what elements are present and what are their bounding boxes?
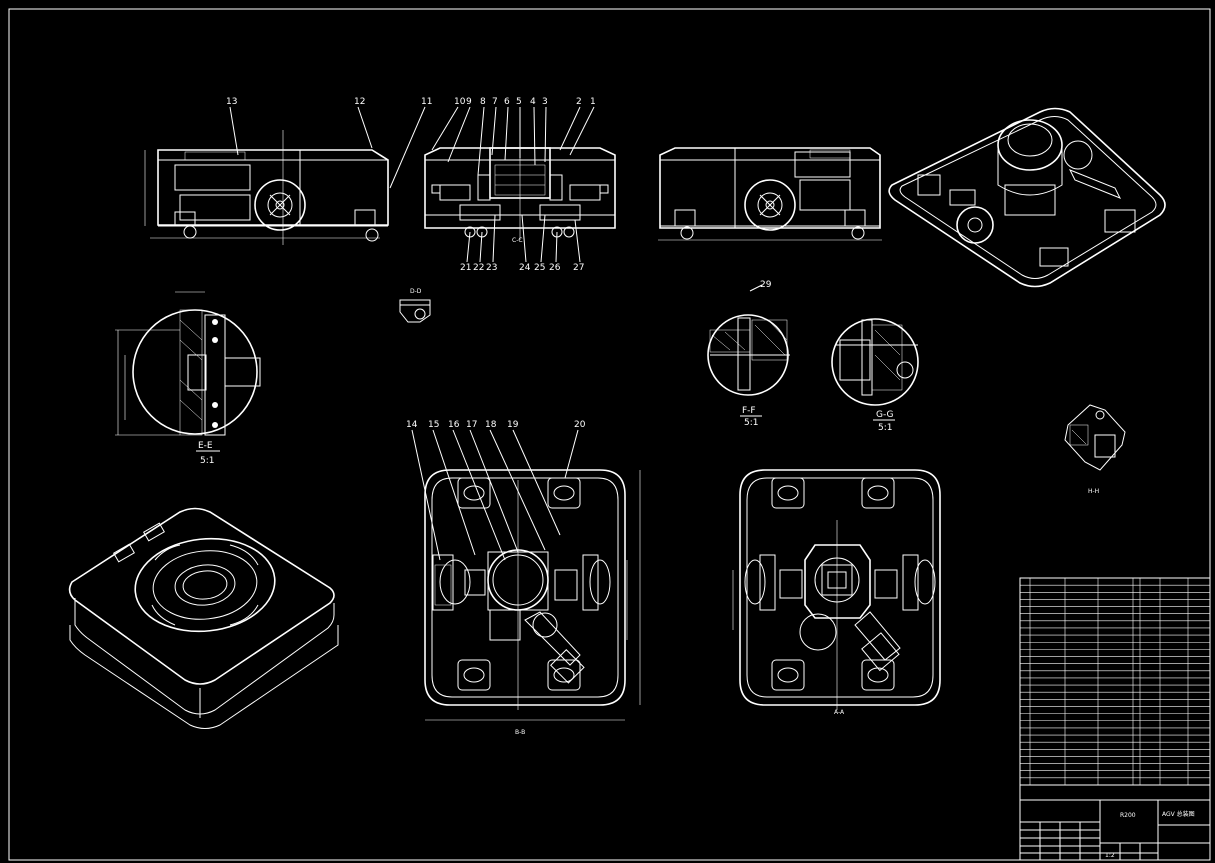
balloon-29: 29 bbox=[760, 280, 772, 290]
detail-e-scale: 5:1 bbox=[200, 456, 214, 466]
section-c-label: C-C bbox=[512, 237, 523, 244]
balloon-13: 13 bbox=[226, 97, 237, 107]
section-d-label: D-D bbox=[410, 288, 422, 295]
balloon-27: 27 bbox=[573, 263, 584, 273]
side-view bbox=[658, 147, 882, 241]
detail-g-label: G-G bbox=[876, 410, 894, 420]
parts-list-frame bbox=[1019, 577, 1211, 786]
balloon-5: 5 bbox=[516, 97, 522, 107]
sheet-border bbox=[8, 8, 1211, 861]
detail-h-label: H-H bbox=[1088, 488, 1099, 495]
balloon-11: 11 bbox=[421, 97, 432, 107]
detail-g-scale: 5:1 bbox=[878, 423, 892, 433]
balloon-23: 23 bbox=[486, 263, 497, 273]
balloon-21: 21 bbox=[460, 263, 471, 273]
balloon-25: 25 bbox=[534, 263, 545, 273]
balloon-6: 6 bbox=[504, 97, 510, 107]
balloons-plan: 14 15 16 17 18 19 20 bbox=[406, 420, 586, 430]
front-section-view bbox=[144, 130, 389, 245]
balloon-17: 17 bbox=[466, 420, 477, 430]
title-scale: 1:2 bbox=[1105, 852, 1115, 859]
balloon-9: 9 bbox=[466, 97, 472, 107]
balloon-15: 15 bbox=[428, 420, 439, 430]
center-section-view bbox=[424, 140, 616, 240]
title-main: R200 bbox=[1120, 812, 1136, 819]
balloon-4: 4 bbox=[530, 97, 536, 107]
detail-g-view: G-G 5:1 bbox=[831, 318, 919, 433]
detail-e-label: E-E bbox=[198, 441, 213, 451]
detail-f-scale: 5:1 bbox=[744, 418, 758, 428]
balloon-12: 12 bbox=[354, 97, 365, 107]
isometric-body-view bbox=[68, 507, 339, 729]
plan-view-a: A-A bbox=[732, 469, 941, 716]
detail-h-view: H-H bbox=[1064, 404, 1126, 495]
detail-e-view: E-E 5:1 bbox=[115, 291, 261, 466]
balloon-24: 24 bbox=[519, 263, 531, 273]
balloon-14: 14 bbox=[406, 420, 418, 430]
detail-f-label: F-F bbox=[742, 406, 756, 416]
detail-f-view: 29 F-F 5:1 bbox=[707, 280, 790, 428]
isometric-internal-view bbox=[888, 107, 1166, 288]
balloon-10: 10 bbox=[454, 97, 466, 107]
balloon-20: 20 bbox=[574, 420, 586, 430]
plan-view-b: B-B bbox=[424, 469, 641, 736]
section-d-view: D-D bbox=[399, 288, 431, 323]
parts-list-table bbox=[1019, 577, 1211, 786]
balloon-7: 7 bbox=[492, 97, 498, 107]
section-b-label: B-B bbox=[515, 729, 525, 736]
balloon-2: 2 bbox=[576, 97, 582, 107]
balloon-leaders bbox=[229, 106, 595, 561]
balloon-16: 16 bbox=[448, 420, 460, 430]
title-block: R200 AGV 总装图 1:2 bbox=[1019, 784, 1211, 861]
balloon-19: 19 bbox=[507, 420, 519, 430]
section-a-label: A-A bbox=[834, 709, 845, 716]
balloon-22: 22 bbox=[473, 263, 484, 273]
balloon-1: 1 bbox=[590, 97, 596, 107]
balloon-18: 18 bbox=[485, 420, 497, 430]
title-part: AGV 总装图 bbox=[1162, 810, 1195, 818]
balloon-3: 3 bbox=[542, 97, 548, 107]
balloon-26: 26 bbox=[549, 263, 561, 273]
balloon-8: 8 bbox=[480, 97, 486, 107]
